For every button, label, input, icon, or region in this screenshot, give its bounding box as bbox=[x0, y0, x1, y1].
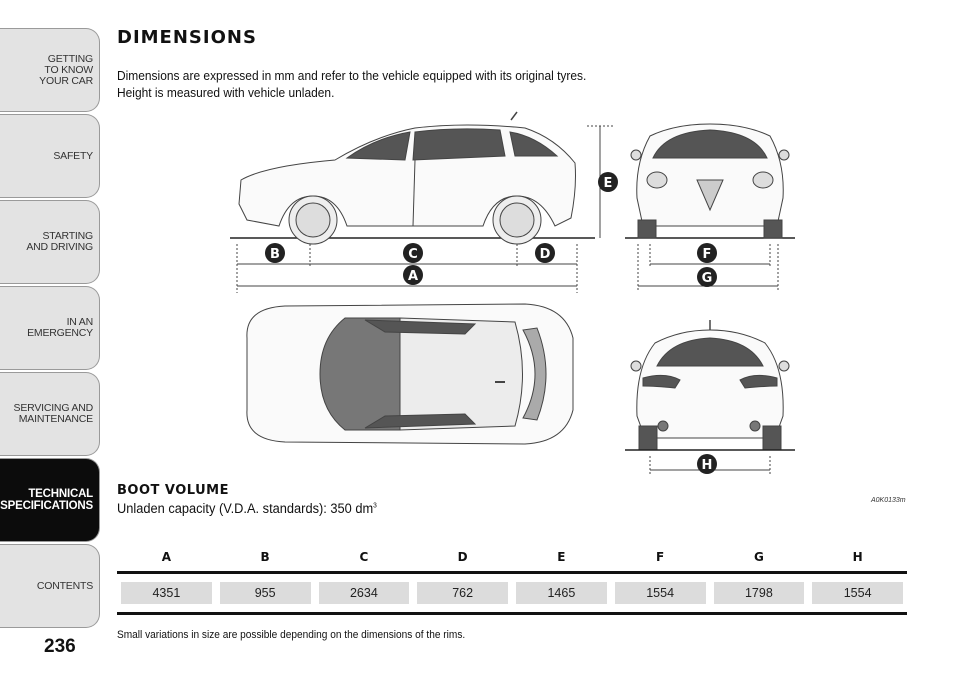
page-number: 236 bbox=[44, 636, 76, 657]
dimensions-table: A B C D E F G H 4351 955 2634 762 1465 1… bbox=[117, 543, 907, 615]
vehicle-dimension-drawing: B C D A E F G H bbox=[230, 111, 795, 476]
header-h: H bbox=[852, 550, 863, 564]
value-f: 1554 bbox=[614, 582, 706, 604]
tab-contents[interactable]: CONTENTS bbox=[0, 544, 100, 628]
header-f: F bbox=[656, 550, 665, 564]
label-a: A bbox=[408, 269, 418, 284]
tab-safety[interactable]: SAFETY bbox=[0, 114, 100, 198]
image-code: A0K0133m bbox=[871, 497, 906, 504]
value-h: 1554 bbox=[812, 582, 903, 604]
label-f: F bbox=[703, 247, 712, 262]
footnote: Small variations in size are possible de… bbox=[117, 629, 466, 641]
table-value-row: 4351 955 2634 762 1465 1554 1798 1554 bbox=[117, 574, 907, 615]
value-b: 955 bbox=[219, 582, 311, 604]
label-h: H bbox=[702, 458, 713, 473]
header-b: B bbox=[260, 550, 270, 564]
tab-getting-to-know[interactable]: GETTING TO KNOW YOUR CAR bbox=[0, 28, 100, 112]
boot-volume-value: Unladen capacity (V.D.A. standards): 350… bbox=[117, 501, 374, 516]
label-b: B bbox=[270, 247, 280, 262]
table-header-row: A B C D E F G H bbox=[117, 543, 907, 574]
tab-servicing[interactable]: SERVICING AND MAINTENANCE bbox=[0, 372, 100, 456]
boot-volume-unit-exp: 3 bbox=[373, 502, 377, 510]
boot-volume-heading: BOOT VOLUME bbox=[117, 483, 229, 498]
page-title: DIMENSIONS bbox=[117, 27, 257, 48]
label-e: E bbox=[604, 176, 613, 191]
intro-line-2: Height is measured with vehicle unladen. bbox=[117, 85, 335, 100]
tab-technical-specifications[interactable]: TECHNICAL SPECIFICATIONS bbox=[0, 458, 100, 542]
intro-text: Dimensions are expressed in mm and refer… bbox=[117, 67, 586, 101]
tab-starting-driving[interactable]: STARTING AND DRIVING bbox=[0, 200, 100, 284]
header-e: E bbox=[557, 550, 566, 564]
header-a: A bbox=[161, 550, 172, 564]
top-view-car bbox=[246, 303, 574, 445]
side-view-car bbox=[230, 111, 595, 245]
value-a: 4351 bbox=[121, 582, 212, 604]
value-d: 762 bbox=[417, 582, 508, 604]
front-view-car bbox=[625, 123, 795, 239]
label-c: C bbox=[408, 247, 418, 262]
value-c: 2634 bbox=[318, 582, 410, 604]
intro-line-1: Dimensions are expressed in mm and refer… bbox=[117, 68, 587, 83]
tab-emergency[interactable]: IN AN EMERGENCY bbox=[0, 286, 100, 370]
header-c: C bbox=[359, 550, 369, 564]
value-e: 1465 bbox=[516, 582, 607, 604]
label-g: G bbox=[702, 271, 713, 286]
rear-view-car bbox=[625, 320, 795, 451]
header-d: D bbox=[457, 550, 468, 564]
value-g: 1798 bbox=[713, 582, 805, 604]
label-d: D bbox=[540, 247, 551, 262]
boot-volume-text: Unladen capacity (V.D.A. standards): 350… bbox=[117, 501, 377, 516]
header-g: G bbox=[753, 550, 764, 564]
